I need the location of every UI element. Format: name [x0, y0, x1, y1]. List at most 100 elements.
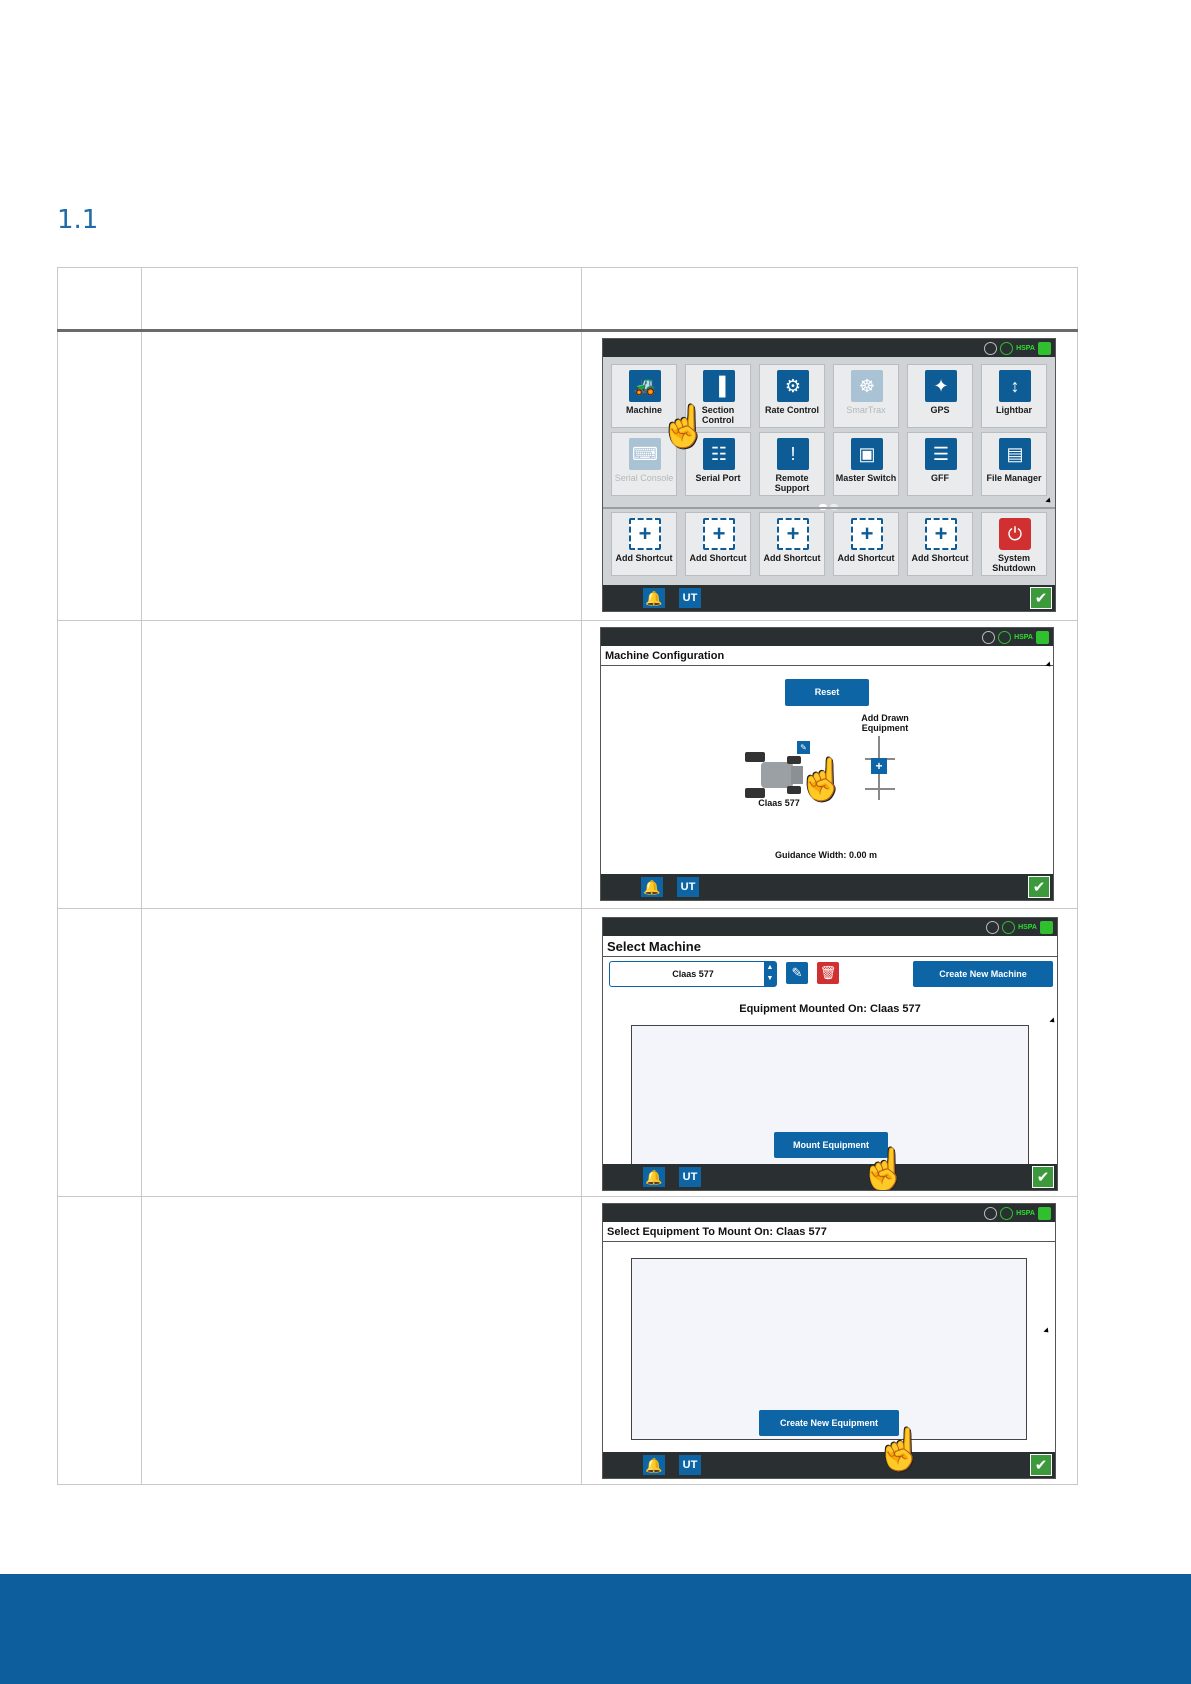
steering-wheel-icon: ☸ — [851, 370, 883, 402]
add-drawn-equipment-label: Add Drawn Equipment — [861, 713, 909, 733]
table-row: HSPA Select Equipment To Mount On: Claas… — [57, 1196, 1078, 1485]
connection-icon — [1040, 920, 1053, 934]
connection-icon — [1036, 630, 1049, 644]
tile-add-shortcut[interactable]: + Add Shortcut — [759, 512, 825, 576]
tile-gps[interactable]: ✦ GPS — [907, 364, 973, 428]
switch-icon: ▣ — [851, 438, 883, 470]
tile-machine[interactable]: 🚜Machine — [611, 364, 677, 428]
reset-button[interactable]: Reset — [785, 679, 869, 706]
bell-icon[interactable]: 🔔 — [643, 1455, 665, 1475]
gps-status-icon — [1002, 920, 1016, 934]
tile-label: Add Shortcut — [911, 553, 969, 563]
sections-icon: ▐ — [703, 370, 735, 402]
delete-machine-icon[interactable]: 🗑 — [817, 962, 839, 984]
bell-icon[interactable]: 🔔 — [643, 588, 665, 608]
tile-label: GPS — [930, 405, 950, 415]
step-cell — [57, 620, 142, 909]
steering-status-icon — [986, 920, 1000, 934]
tile-label: Serial Port — [695, 473, 741, 483]
machine-select[interactable]: Claas 577 ▲▼ — [609, 961, 777, 987]
tile-serial-port[interactable]: ☷ Serial Port — [685, 432, 751, 496]
signal-text: HSPA — [1018, 923, 1037, 931]
signal-text: HSPA — [1014, 633, 1033, 641]
select-equipment-screen: HSPA Select Equipment To Mount On: Claas… — [602, 1203, 1056, 1479]
edit-icon[interactable]: ✎ — [796, 740, 811, 755]
tile-section-control[interactable]: ▐Section Control — [685, 364, 751, 428]
tile-smartrax: ☸SmarTrax — [833, 364, 899, 428]
table-row: HSPA Select Machine Claas 577 ▲▼ ✎ 🗑 Cre… — [57, 908, 1078, 1197]
drawn-equipment-icon[interactable]: + — [863, 736, 897, 800]
tile-lightbar[interactable]: ↕Lightbar — [981, 364, 1047, 428]
screenshot-cell: HSPA Select Equipment To Mount On: Claas… — [581, 1196, 1078, 1485]
guidance-width: Guidance Width: 0.00 m — [751, 850, 901, 860]
console-icon: ⌨ — [629, 438, 661, 470]
tile-label: GFF — [931, 473, 949, 483]
satellite-icon: ✦ — [925, 370, 957, 402]
screenshot-cell: HSPA Select Machine Claas 577 ▲▼ ✎ 🗑 Cre… — [581, 908, 1078, 1197]
bottom-bar: 🔔 UT ✔ — [601, 874, 1053, 900]
table-header-row — [57, 267, 1078, 332]
tile-remote-support[interactable]: ! Remote Support — [759, 432, 825, 496]
ut-icon[interactable]: UT — [679, 1167, 701, 1187]
tile-add-shortcut[interactable]: +Add Shortcut — [685, 512, 751, 576]
footer-band — [0, 1574, 1191, 1684]
step-cell — [57, 1196, 142, 1485]
tile-add-shortcut[interactable]: + Add Shortcut — [907, 512, 973, 576]
signal-text: HSPA — [1016, 1209, 1035, 1217]
tile-system-shutdown[interactable]: ⏻System Shutdown — [981, 512, 1047, 576]
ut-icon[interactable]: UT — [679, 1455, 701, 1475]
header-step — [57, 267, 142, 332]
tile-label: Rate Control — [765, 405, 819, 415]
gps-status-icon — [1000, 341, 1014, 355]
bell-icon[interactable]: 🔔 — [643, 1167, 665, 1187]
page-title: Machine Configuration — [601, 648, 1053, 666]
create-new-equipment-button[interactable]: Create New Equipment — [759, 1410, 899, 1436]
add-shortcut-icon: + — [777, 518, 809, 550]
screenshot-cell: HSPA 🚜Machine▐Section Control ⚙ Rate Contr… — [581, 330, 1078, 621]
check-icon[interactable]: ✔ — [1030, 587, 1052, 609]
headset-icon: ! — [777, 438, 809, 470]
spinner-arrows-icon[interactable]: ▲▼ — [764, 962, 776, 986]
equipment-mounted-label: Equipment Mounted On: Claas 577 — [739, 1003, 921, 1015]
tile-label: Add Shortcut — [837, 553, 895, 563]
guidance-width-value: 0.00 m — [848, 850, 877, 860]
section-number: 1.1 — [57, 205, 99, 235]
tile-label: Remote Support — [774, 473, 810, 493]
tile-file-manager[interactable]: ▤File Manager — [981, 432, 1047, 496]
tile-rate-control[interactable]: ⚙ Rate Control — [759, 364, 825, 428]
status-bar: HSPA — [601, 628, 1053, 646]
check-icon[interactable]: ✔ — [1032, 1166, 1054, 1188]
ut-icon[interactable]: UT — [677, 877, 699, 897]
page-title: Select Machine — [603, 938, 1057, 957]
add-shortcut-icon: + — [925, 518, 957, 550]
action-cell — [141, 908, 582, 1197]
tile-label: Add Shortcut — [763, 553, 821, 563]
check-icon[interactable]: ✔ — [1028, 876, 1050, 898]
tile-serial-console: ⌨Serial Console — [611, 432, 677, 496]
edit-machine-icon[interactable]: ✎ — [786, 962, 808, 984]
tile-gff[interactable]: ☰GFF — [907, 432, 973, 496]
gear-icon: ⚙ — [777, 370, 809, 402]
status-bar: HSPA — [603, 339, 1055, 357]
table-row: HSPA Machine Configuration Reset Add Dra… — [57, 620, 1078, 909]
serial-port-icon: ☷ — [703, 438, 735, 470]
screenshot-cell: HSPA Machine Configuration Reset Add Dra… — [581, 620, 1078, 909]
step-cell — [57, 330, 142, 621]
cursor-icon — [1049, 1017, 1057, 1025]
create-new-machine-button[interactable]: Create New Machine — [913, 961, 1053, 987]
tile-add-shortcut[interactable]: +Add Shortcut — [833, 512, 899, 576]
tractor-icon[interactable] — [743, 752, 807, 798]
bell-icon[interactable]: 🔔 — [641, 877, 663, 897]
tile-label: Lightbar — [996, 405, 1032, 415]
tile-add-shortcut[interactable]: +Add Shortcut — [611, 512, 677, 576]
equipment-list[interactable] — [631, 1258, 1027, 1440]
step-cell — [57, 908, 142, 1197]
machine-config-screen: HSPA Machine Configuration Reset Add Dra… — [600, 627, 1054, 901]
ut-icon[interactable]: UT — [679, 588, 701, 608]
mount-equipment-button[interactable]: Mount Equipment — [774, 1132, 888, 1158]
steering-status-icon — [984, 341, 998, 355]
check-icon[interactable]: ✔ — [1030, 1454, 1052, 1476]
tile-label: Add Shortcut — [689, 553, 747, 563]
steering-status-icon — [982, 630, 996, 644]
tile-master-switch[interactable]: ▣Master Switch — [833, 432, 899, 496]
